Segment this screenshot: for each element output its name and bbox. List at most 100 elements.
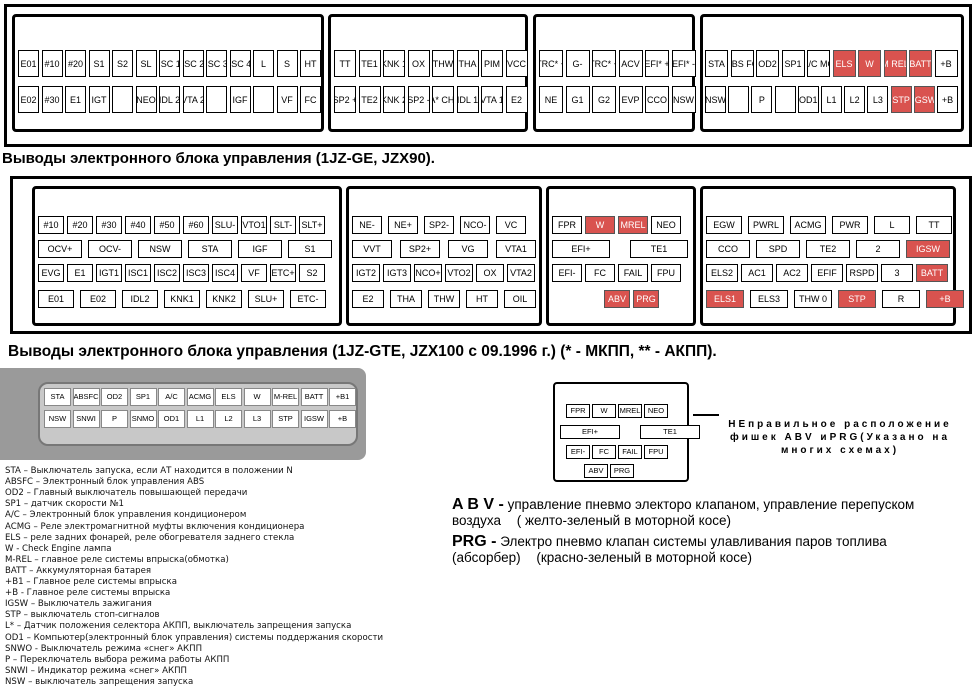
top-b3-r1-pin: ACV: [618, 50, 643, 77]
top-b1-r2-pin: [253, 86, 274, 113]
top-b1-r2-pin: VTA 2: [182, 86, 204, 113]
small-r1-pin: MREL: [618, 404, 642, 418]
mid-b2-r1-pin: SP2-: [424, 216, 454, 234]
top-b4-r2-pin: IGSW: [913, 86, 935, 113]
legend-item: +B - Главное реле системы впрыска: [5, 588, 171, 599]
mid-b1-r1-pin: VTO1: [241, 216, 267, 234]
mid-b1-r2-pin: S1: [288, 240, 332, 258]
prg-description: PRG - Электро пневмо клапан системы улав…: [452, 534, 952, 566]
top-b4-r2-pin: L2: [844, 86, 866, 113]
mid-b3-r4-pin: PRG: [633, 290, 659, 308]
legend-item: ABSFC – Электронный блок управления ABS: [5, 477, 205, 488]
top-b2-r2-pin: SP2 +: [334, 86, 356, 113]
mid-b4-r4-pin: ELS3: [750, 290, 788, 308]
photo-r1-pin: ACMG: [186, 388, 214, 406]
mid-b2-r3-pin: VTO2: [445, 264, 473, 282]
mid-b1-r3-pin: ISC3: [183, 264, 209, 282]
photo-r2-pin: IGSW: [300, 410, 328, 428]
mid-b2-r1-pin: VC: [496, 216, 526, 234]
top-b4-r1-pin: SP1: [781, 50, 805, 77]
top-b4-r2-pin: [728, 86, 750, 113]
small-r1-pin: W: [592, 404, 616, 418]
top-caption: Выводы электронного блока управления (1J…: [2, 150, 435, 167]
mid-b1-r3-pin: EVG: [38, 264, 64, 282]
mid-b1-r3-pin: VF: [241, 264, 267, 282]
mid-b1-r4-pin: IDL2: [122, 290, 158, 308]
mid-b4-r2-pin: TE2: [806, 240, 850, 258]
mid-b2-r2-pin: VTA1: [496, 240, 536, 258]
legend-item: +B1 – Главное реле системы впрыска: [5, 577, 177, 587]
mid-b1-r2-pin: NSW: [138, 240, 182, 258]
legend-item: SNWI – Индикатор режима «снег» АКПП: [5, 665, 188, 676]
mid-b4-r4-pin: +B: [926, 290, 964, 308]
top-b1-r1-pin: L: [253, 50, 274, 77]
mid-b1-r3-pin: ISC4: [212, 264, 238, 282]
mid-b1-r4-pin: E02: [80, 290, 116, 308]
mid-b2-r2-pin: SP2+: [400, 240, 440, 258]
top-b3-r1-pin: EFI* -: [671, 50, 696, 77]
mid-b1-r4-pin: E01: [38, 290, 74, 308]
top-b3-r2-pin: G1: [565, 86, 590, 113]
legend-item: P – Переключатель выбора режима работы А…: [5, 654, 230, 665]
mid-b1-r3-pin: ISC1: [125, 264, 151, 282]
top-b1-r1-pin: S: [276, 50, 298, 77]
abv-term: A B V -: [452, 496, 504, 513]
mid-b2-r4-pin: THW: [428, 290, 460, 308]
mid-b2-r4-pin: THA: [390, 290, 422, 308]
middle-caption: Выводы электронного блока управления (1J…: [8, 343, 717, 360]
top-b4-r1-pin: STA: [705, 50, 728, 77]
top-b1-r2-pin: IGT: [88, 86, 110, 113]
small-r1-pin: NEO: [644, 404, 668, 418]
top-b3-r2-pin: G2: [592, 86, 616, 113]
mid-b2-r1-pin: NE+: [388, 216, 418, 234]
photo-r2-pin: P: [101, 410, 128, 428]
mid-b4-r2-pin: CCO: [706, 240, 750, 258]
top-b4-r1-pin: BATT: [909, 50, 932, 77]
top-b4-r1-pin: ELS: [832, 50, 856, 77]
mid-b4-r3-pin: EFIF: [811, 264, 843, 282]
top-b2-r2-pin: SP2 -: [407, 86, 430, 113]
prg-term: PRG -: [452, 533, 497, 550]
top-b1-r1-pin: ISC 2: [182, 50, 204, 77]
top-b3-r2-pin: NE: [539, 86, 563, 113]
mid-b3-r3-pin: FC: [585, 264, 615, 282]
top-b3-r1-pin: TRC* +: [592, 50, 616, 77]
top-b2-r1-pin: TT: [334, 50, 356, 77]
abv-hint: ( желто-зеленый в моторной косе): [516, 513, 732, 528]
top-b4-r2-pin: +B: [937, 86, 958, 113]
top-b1-r2-pin: VF: [276, 86, 298, 113]
photo-r2-pin: SNMO: [129, 410, 157, 428]
small-r3-pin: FC: [592, 445, 616, 459]
small-r3-pin: EFI-: [566, 445, 590, 459]
mid-b1-r3-pin: ISC2: [154, 264, 180, 282]
top-b1-r2-pin: [112, 86, 133, 113]
top-b2-r1-pin: TE1: [358, 50, 381, 77]
top-b4-r2-pin: L1: [821, 86, 842, 113]
top-b4-r2-pin: [774, 86, 796, 113]
top-b1-r2-pin: E1: [65, 86, 86, 113]
mid-b2-r4-pin: HT: [466, 290, 498, 308]
mid-b1-r3-pin: IGT1: [96, 264, 122, 282]
mid-b2-r3-pin: NCO+: [414, 264, 442, 282]
mid-b2-r2-pin: VG: [448, 240, 488, 258]
mid-b1-r1-pin: #60: [183, 216, 209, 234]
top-b1-r2-pin: IGF: [229, 86, 251, 113]
top-b3-r2-pin: NSW: [671, 86, 696, 113]
legend-item: SNWO - Выключатель режима «снег» АКПП: [5, 643, 203, 654]
mid-b2-r1-pin: NCO-: [460, 216, 490, 234]
legend-item: OD2 – Главный выключатель повышающей пер…: [5, 488, 248, 499]
legend-item: OD1 – Компьютер(электронный блок управле…: [5, 632, 384, 643]
mid-b3-r3-pin: FPU: [651, 264, 681, 282]
top-b4-r2-pin: NSW: [705, 86, 726, 113]
small-r1-pin: FPR: [566, 404, 590, 418]
photo-r2-pin: +B: [329, 410, 356, 428]
top-b4-r2-pin: OD1: [797, 86, 819, 113]
top-b1-r1-pin: S2: [112, 50, 133, 77]
pointer-line: [693, 414, 719, 416]
top-b4-r1-pin: W: [858, 50, 881, 77]
legend-item: NSW – выключатель запрещения запуска: [5, 676, 194, 687]
photo-r2-pin: STP: [272, 410, 299, 428]
mid-b1-r3-pin: S2: [299, 264, 325, 282]
photo-r2-pin: NSW: [44, 410, 71, 428]
mid-b1-r2-pin: OCV-: [88, 240, 132, 258]
